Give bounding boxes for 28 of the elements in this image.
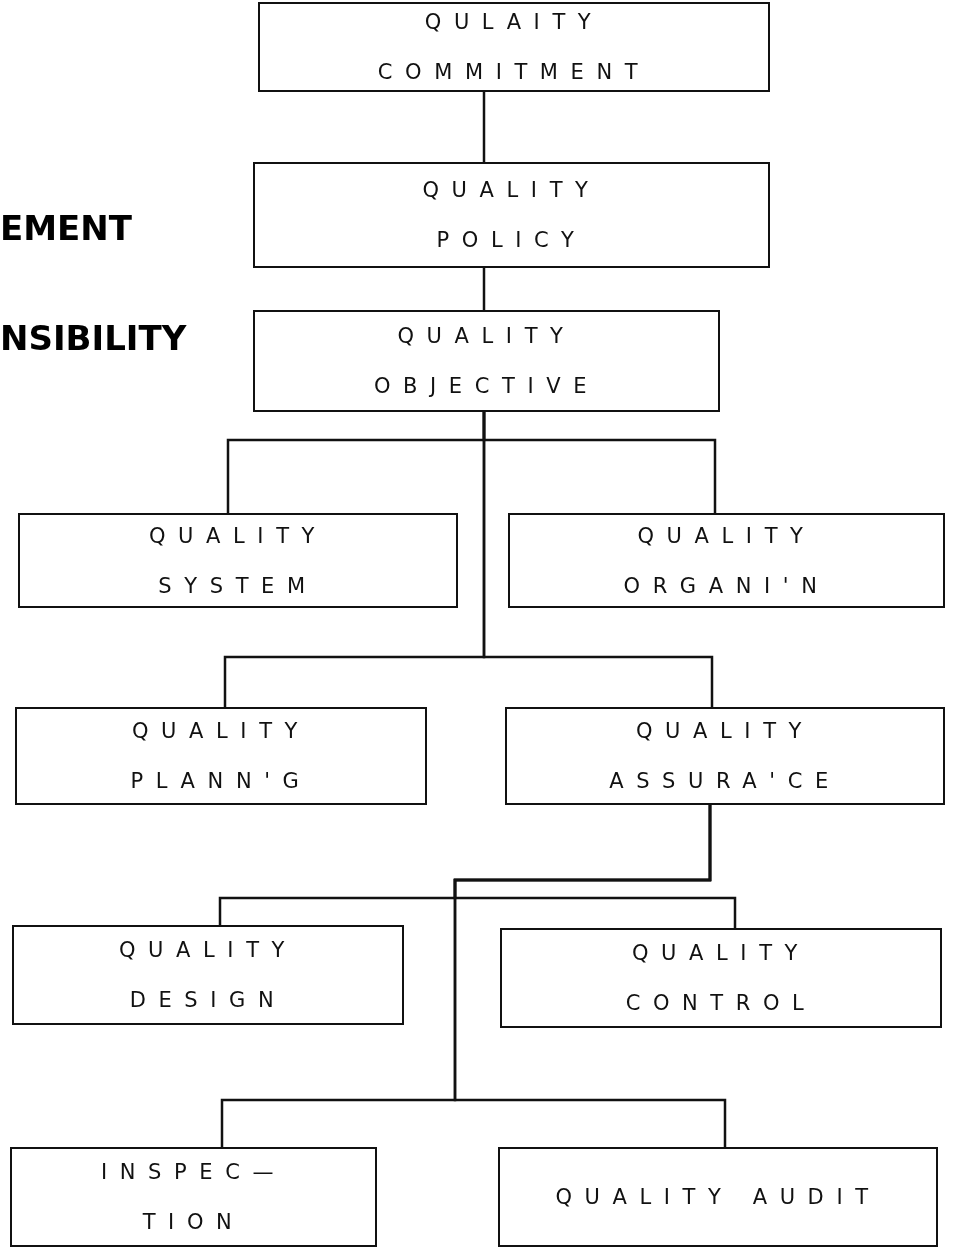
box-label: QUALITY SYSTEM xyxy=(148,522,328,600)
process-box xyxy=(500,928,942,1028)
process-box xyxy=(15,707,427,805)
process-box xyxy=(253,162,770,268)
box-label: QULAITY COMMITMENT xyxy=(376,9,652,86)
box-label: QUALITY ORGANI'N xyxy=(622,522,831,600)
box-label: QUALITY POLICY xyxy=(421,177,602,254)
process-box xyxy=(505,707,945,805)
process-box xyxy=(253,310,720,412)
connector-line xyxy=(482,268,486,310)
handwritten-note: NSIBILITY xyxy=(0,318,187,358)
box-label: QUALITY DESIGN xyxy=(118,937,298,1014)
process-box xyxy=(258,2,770,92)
process-box xyxy=(508,513,945,608)
process-box xyxy=(498,1147,938,1247)
connector-line xyxy=(482,92,486,162)
connector-line xyxy=(482,412,714,707)
box-label: QUALITY CONTROL xyxy=(624,940,818,1017)
box-label: INSPEC— TION xyxy=(100,1159,287,1236)
box-label: QUALITY PLANN'G xyxy=(129,718,313,795)
process-box xyxy=(10,1147,377,1247)
connector-line xyxy=(453,805,727,1147)
process-box xyxy=(18,513,458,608)
box-label: QUALITY OBJECTIVE xyxy=(372,323,601,400)
box-label: QUALITY ASSURA'CE xyxy=(608,718,842,795)
box-label: QUALITY AUDIT xyxy=(554,1184,882,1211)
process-box xyxy=(12,925,404,1025)
handwritten-note: EMENT xyxy=(0,208,132,248)
